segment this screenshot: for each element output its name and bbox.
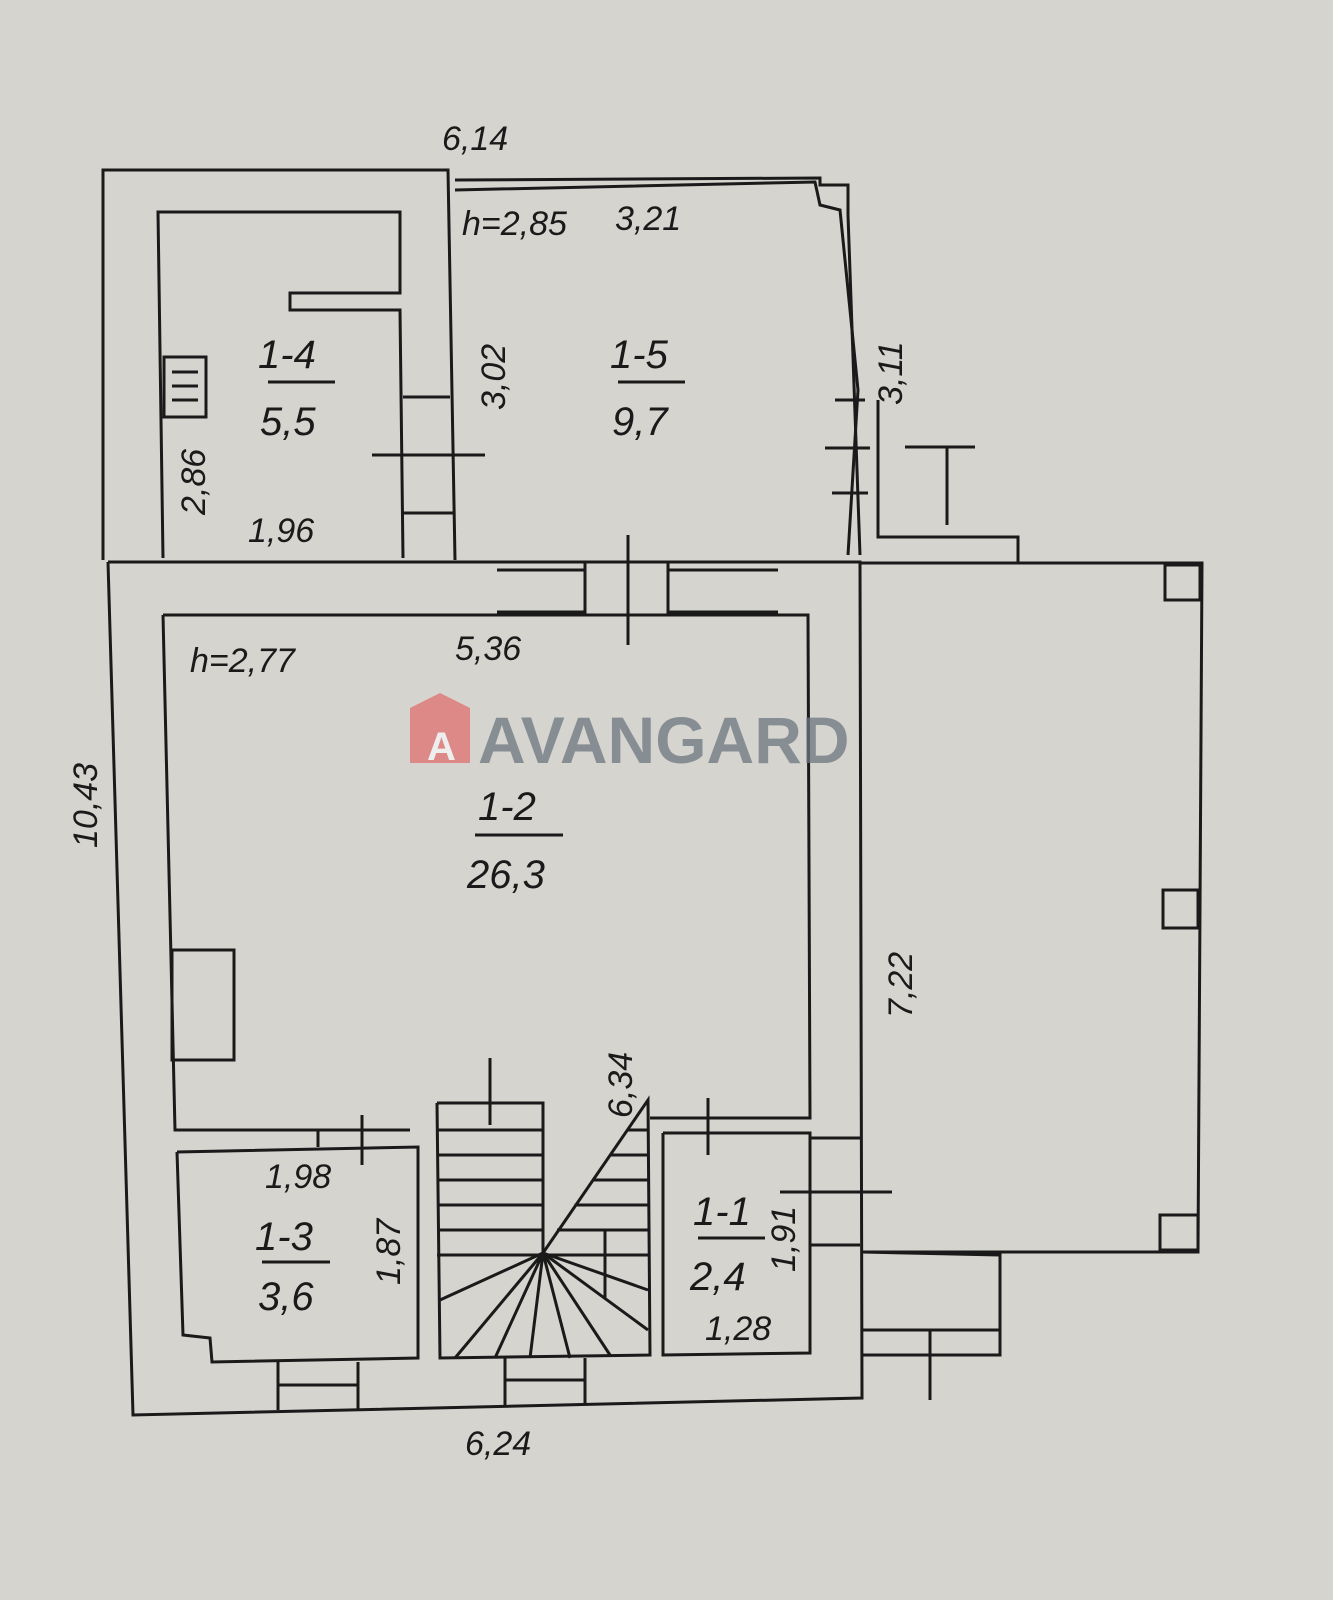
room-area: 3,6 xyxy=(258,1275,314,1319)
room-1-3-walls xyxy=(175,1115,420,1410)
dim-height-lower: h=2,77 xyxy=(190,642,296,680)
dim-stair: 6,34 xyxy=(602,1052,640,1118)
dim-r15-depth: 3,02 xyxy=(475,344,513,410)
room-labels: 1-4 5,5 1-5 9,7 1-2 26,3 1-3 3,6 1-1 2,4 xyxy=(255,333,765,1319)
dim-r13-width: 1,98 xyxy=(265,1158,331,1196)
dim-r15-width: 3,21 xyxy=(615,200,681,238)
room-1-4-walls xyxy=(101,168,485,561)
dim-r12-width: 5,36 xyxy=(455,630,521,668)
room-id: 1-3 xyxy=(255,1215,313,1259)
room-1-1-walls xyxy=(661,1098,892,1357)
stair-tread xyxy=(528,1252,545,1359)
stair-tread xyxy=(493,1252,545,1359)
room-1-5-walls xyxy=(454,176,1020,563)
room-id: 1-2 xyxy=(478,785,536,829)
room-id: 1-4 xyxy=(258,333,316,377)
dim-right-wall: 7,22 xyxy=(882,952,920,1018)
dim-r11-width: 1,28 xyxy=(705,1310,771,1348)
svg-text:A: A xyxy=(427,725,456,769)
annex-walls xyxy=(860,561,1204,1400)
fireplace-icon xyxy=(170,948,236,1062)
dim-r11-depth: 1,91 xyxy=(765,1206,803,1272)
dimension-labels: 6,14 h=2,85 3,21 3,02 3,11 2,86 1,96 h=2… xyxy=(67,120,920,1463)
dim-height-upper: h=2,85 xyxy=(462,205,567,243)
dim-left-total: 10,43 xyxy=(67,763,105,848)
room-1-2-walls xyxy=(106,535,864,1417)
dim-top-total: 6,14 xyxy=(442,120,508,158)
stair-tread xyxy=(542,1251,649,1332)
room-id: 1-5 xyxy=(610,333,669,377)
dim-bottom-total: 6,24 xyxy=(465,1425,531,1463)
dim-r14-height: 2,86 xyxy=(175,449,213,516)
stair-tread xyxy=(542,1251,649,1292)
stair-tread xyxy=(541,1252,612,1356)
stair-tread xyxy=(439,1251,544,1302)
stair-tread xyxy=(453,1252,545,1359)
avangard-logo: A AVANGARD xyxy=(410,693,850,777)
dim-r15-right: 3,11 xyxy=(872,341,910,405)
room-area: 9,7 xyxy=(612,400,669,444)
stove-icon xyxy=(162,355,208,419)
room-id: 1-1 xyxy=(693,1190,751,1234)
room-area: 5,5 xyxy=(260,400,316,444)
staircase xyxy=(435,1058,652,1405)
dim-r14-width: 1,96 xyxy=(248,512,314,550)
watermark-text: AVANGARD xyxy=(478,703,850,777)
stair-tread xyxy=(541,1252,572,1359)
room-area: 26,3 xyxy=(466,853,545,897)
dim-r13-depth: 1,87 xyxy=(370,1218,408,1285)
room-area: 2,4 xyxy=(689,1255,746,1299)
